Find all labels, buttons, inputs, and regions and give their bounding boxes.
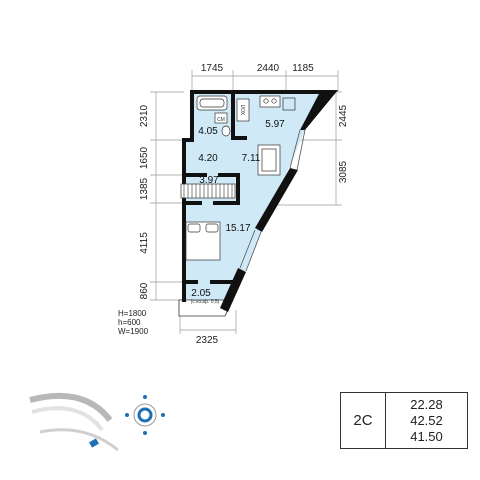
fridge-label: ХОЛ [241,105,247,115]
sink-icon [282,97,296,111]
apartment-type: 2С [341,393,386,448]
area-balcony: 2.05 [191,288,211,299]
area-living: 7.11 [242,153,261,164]
balcony-slab [178,299,234,317]
balcony-note: (с коэф. 0,5) [191,299,220,305]
facade-wall-bottom [220,268,246,312]
area-wardrobe: 3.97 [199,175,219,186]
dim-left-4: 4115 [139,232,150,254]
facade-wall-middle [255,168,298,232]
building-marker [89,438,99,448]
dim-top-1: 1745 [201,63,224,74]
apartment-area-2: 42.52 [410,412,443,428]
stove-icon [259,95,281,108]
dim-right-1: 2445 [338,104,349,127]
armchair-icon [257,144,281,176]
facade-wall-top [300,90,338,130]
wardrobe-hatch [183,184,233,198]
facade-windows [239,129,306,272]
bathtub-icon [196,95,228,111]
dim-left-2: 1650 [139,146,150,169]
walls [182,90,323,302]
dim-top-3: 1185 [292,63,314,74]
dim-left-3: 1385 [139,177,150,200]
apartment-areas: 22.28 42.52 41.50 [386,393,467,448]
window-sill: h=600 [118,318,141,327]
washer-icon [214,112,228,124]
fridge-icon [236,98,250,122]
area-bedroom: 15.17 [225,223,250,234]
toilet-icon [221,125,231,137]
apartment-card: 2С 22.28 42.52 41.50 [340,392,468,449]
bed-icon [185,221,221,261]
washer-label: СМ [217,117,225,123]
apartment-area-1: 22.28 [410,396,443,412]
apartment-area-3: 41.50 [410,428,443,444]
compass-icon [137,407,153,423]
dim-left-5: 860 [139,282,150,299]
dim-bottom: 2325 [196,335,219,346]
dim-top-2: 2440 [257,63,280,74]
location-map [29,392,165,452]
dim-left-1: 2310 [139,104,150,127]
area-kitchen: 5.97 [265,119,285,130]
window-height: H=1800 [118,309,147,318]
window-width: W=1900 [118,327,149,336]
dim-right-2: 3085 [338,160,349,183]
area-hall: 4.20 [198,153,218,164]
area-bathroom: 4.05 [198,126,218,137]
